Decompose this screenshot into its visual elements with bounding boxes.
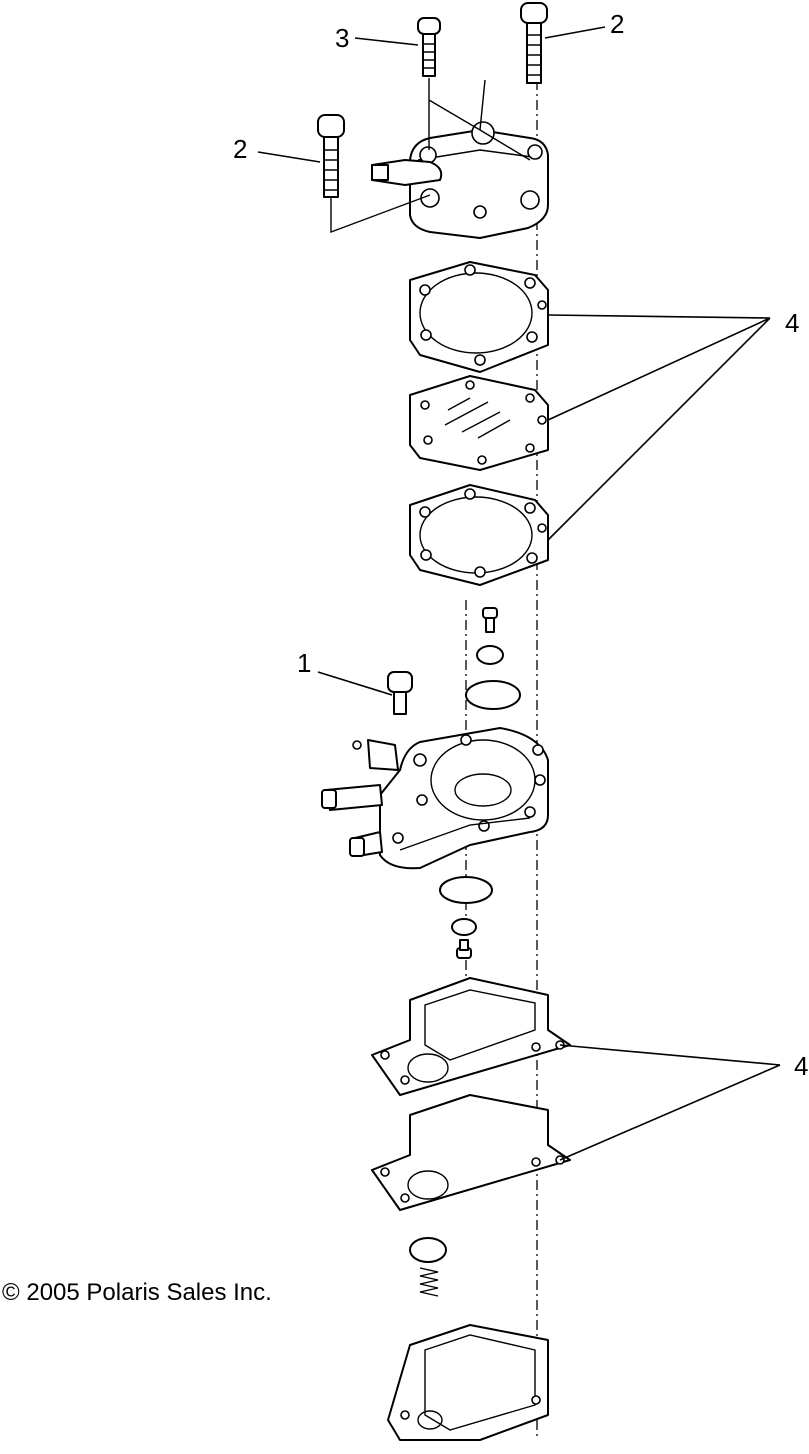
diaphragm xyxy=(409,375,549,471)
callout-part-2-left: 2 xyxy=(233,134,247,164)
screw-part-2-left xyxy=(317,114,345,198)
leader-part-4-upper xyxy=(547,314,771,541)
screw-part-3 xyxy=(417,17,441,77)
callout-part-1: 1 xyxy=(297,648,311,678)
screw-part-2-right xyxy=(520,2,548,84)
screw-alignment-lines xyxy=(330,78,531,234)
gasket-lower-1 xyxy=(371,977,571,1096)
callout-part-2-right: 2 xyxy=(610,9,624,39)
check-valve-disc xyxy=(409,1237,447,1263)
pump-body xyxy=(321,727,549,870)
callout-part-4-lower: 4 xyxy=(794,1051,808,1081)
leader-part-1 xyxy=(317,671,393,696)
pump-top-cover xyxy=(371,121,549,239)
small-ball xyxy=(352,740,362,750)
leader-part-2-right xyxy=(544,26,606,39)
gasket-middle xyxy=(409,484,549,586)
leader-part-2-left xyxy=(257,151,321,163)
valve-screw-lower xyxy=(456,939,472,959)
valve-washer-lower xyxy=(451,918,477,936)
callout-part-3: 3 xyxy=(335,23,349,53)
spring xyxy=(419,1267,439,1297)
callout-part-4-upper: 4 xyxy=(785,308,799,338)
fitting-part-1 xyxy=(387,671,413,715)
valve-washer-upper xyxy=(476,645,504,665)
copyright-notice: © 2005 Polaris Sales Inc. xyxy=(2,1279,272,1306)
pump-bottom-cover xyxy=(387,1324,549,1441)
gasket-upper xyxy=(409,261,549,373)
leader-part-4-lower xyxy=(559,1044,781,1161)
valve-screw-upper xyxy=(482,607,498,633)
valve-disc-upper xyxy=(465,680,521,710)
leader-part-3 xyxy=(354,37,419,46)
valve-disc-lower xyxy=(439,876,493,904)
gasket-lower-2 xyxy=(371,1094,571,1211)
